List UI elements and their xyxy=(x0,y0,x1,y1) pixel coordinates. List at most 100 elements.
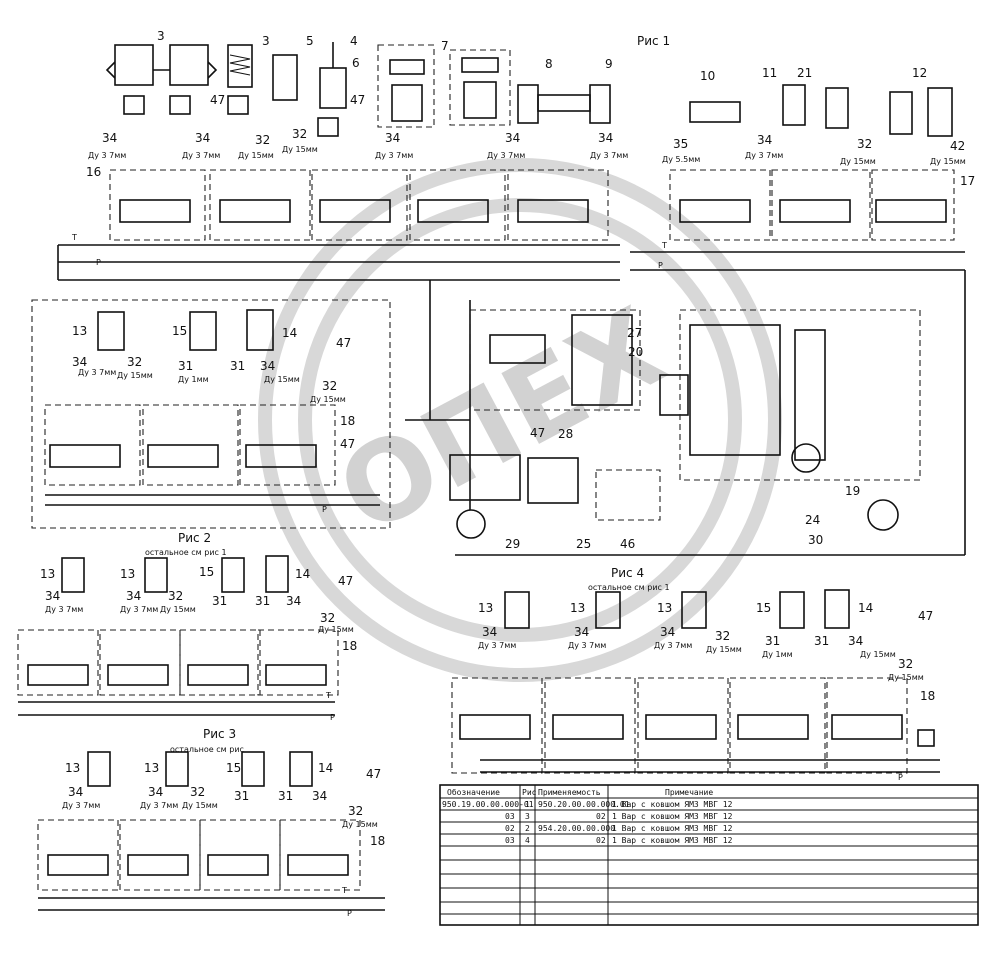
fig1-center-unit: 27 20 19 28 47 29 25 46 24 30 xyxy=(405,280,965,556)
svg-text:остальное см рис: остальное см рис xyxy=(170,745,244,754)
svg-text:остальное см рис 1: остальное см рис 1 xyxy=(145,548,227,557)
svg-text:34: 34 xyxy=(385,131,400,145)
svg-text:Ду 15мм: Ду 15мм xyxy=(318,625,354,634)
table-row: 03 xyxy=(505,812,515,821)
svg-text:Ду 3 7мм: Ду 3 7мм xyxy=(140,801,178,810)
svg-text:34: 34 xyxy=(260,359,275,373)
svg-text:T: T xyxy=(661,241,667,250)
svg-text:954.20.00.00.000: 954.20.00.00.000 xyxy=(538,824,615,833)
svg-text:P: P xyxy=(330,713,335,722)
svg-text:32: 32 xyxy=(190,785,205,799)
svg-text:Ду 3 7мм: Ду 3 7мм xyxy=(654,641,692,650)
svg-text:1 Вар с ковшом ЯМЗ МВГ 12: 1 Вар с ковшом ЯМЗ МВГ 12 xyxy=(612,836,733,845)
svg-text:Ду 3 7мм: Ду 3 7мм xyxy=(568,641,606,650)
cylinder-3: 3 xyxy=(227,34,270,88)
svg-text:13: 13 xyxy=(478,601,493,615)
svg-text:15: 15 xyxy=(226,761,241,775)
figure-2: Рис 2 остальное см рис 1 13 13 15 14 47 … xyxy=(17,531,357,722)
table-row: 02 xyxy=(505,824,515,833)
svg-text:Рис 3: Рис 3 xyxy=(203,727,236,741)
svg-text:T: T xyxy=(341,886,347,895)
svg-text:02: 02 xyxy=(596,812,606,821)
svg-text:1 Вар с ковшом ЯМЗ МВГ 12: 1 Вар с ковшом ЯМЗ МВГ 12 xyxy=(612,800,733,809)
svg-text:34: 34 xyxy=(482,625,497,639)
valve-sections-top-right: 17 xyxy=(669,169,975,241)
svg-text:Ду 3 7мм: Ду 3 7мм xyxy=(45,605,83,614)
svg-text:32: 32 xyxy=(857,137,872,151)
svg-text:T: T xyxy=(325,691,331,700)
svg-text:Ду 3 7мм: Ду 3 7мм xyxy=(120,605,158,614)
svg-text:31: 31 xyxy=(230,359,245,373)
svg-text:3: 3 xyxy=(157,29,165,43)
svg-text:Ду 3 7мм: Ду 3 7мм xyxy=(88,151,126,160)
svg-text:34: 34 xyxy=(195,131,210,145)
svg-text:18: 18 xyxy=(340,414,355,428)
svg-text:18: 18 xyxy=(342,639,357,653)
svg-text:31: 31 xyxy=(212,594,227,608)
svg-text:32: 32 xyxy=(715,629,730,643)
fig1-mid-left-block: 13 15 14 34 Ду 3 7мм 32 Ду 15мм 31 Ду 1м… xyxy=(31,299,391,529)
figure-1: Рис 1 3 3 5 4 6 xyxy=(57,29,975,555)
fig1-title: Рис 1 xyxy=(637,34,670,48)
spool-valves-top-left xyxy=(119,199,589,223)
svg-text:34: 34 xyxy=(574,625,589,639)
svg-text:15: 15 xyxy=(756,601,771,615)
svg-text:34: 34 xyxy=(598,131,613,145)
svg-text:47: 47 xyxy=(336,336,351,350)
svg-text:P: P xyxy=(322,505,327,514)
svg-text:47: 47 xyxy=(210,93,225,107)
svg-text:13: 13 xyxy=(72,324,87,338)
svg-text:34: 34 xyxy=(102,131,117,145)
svg-text:34: 34 xyxy=(505,131,520,145)
svg-text:21: 21 xyxy=(797,66,812,80)
svg-text:Ду 3 7мм: Ду 3 7мм xyxy=(487,151,525,160)
figure-4: Рис 4 остальное см рис 1 13 13 13 15 14 … xyxy=(451,566,940,782)
svg-text:Ду 15мм: Ду 15мм xyxy=(282,145,318,154)
svg-text:18: 18 xyxy=(370,834,385,848)
svg-text:2: 2 xyxy=(525,824,530,833)
svg-text:18: 18 xyxy=(920,689,935,703)
table-header-fig: Рис xyxy=(522,788,537,797)
svg-text:5: 5 xyxy=(306,34,314,48)
svg-text:Ду 3 7мм: Ду 3 7мм xyxy=(590,151,628,160)
svg-text:31: 31 xyxy=(178,359,193,373)
svg-text:Ду 3 7мм: Ду 3 7мм xyxy=(375,151,413,160)
actuator-3-pair: 3 xyxy=(105,29,218,86)
svg-text:Ду 3 7мм: Ду 3 7мм xyxy=(182,151,220,160)
svg-text:32: 32 xyxy=(898,657,913,671)
svg-text:31: 31 xyxy=(765,634,780,648)
svg-text:Ду 3 7мм: Ду 3 7мм xyxy=(78,368,116,377)
svg-text:Ду 1мм: Ду 1мм xyxy=(762,650,793,659)
svg-text:02: 02 xyxy=(596,836,606,845)
pipes-top: T P T P xyxy=(57,233,966,555)
svg-text:Ду 15мм: Ду 15мм xyxy=(160,605,196,614)
svg-text:31: 31 xyxy=(278,789,293,803)
actuator-10: 10 xyxy=(689,69,741,123)
svg-text:8: 8 xyxy=(545,57,553,71)
svg-text:14: 14 xyxy=(858,601,873,615)
valve-block-7: 7 xyxy=(441,39,511,126)
svg-text:13: 13 xyxy=(65,761,80,775)
svg-text:Ду 5.5мм: Ду 5.5мм xyxy=(662,155,700,164)
svg-text:29: 29 xyxy=(505,537,520,551)
svg-text:6: 6 xyxy=(352,56,360,70)
svg-text:24: 24 xyxy=(805,513,820,527)
svg-text:31: 31 xyxy=(814,634,829,648)
svg-text:34: 34 xyxy=(757,133,772,147)
svg-text:3: 3 xyxy=(525,812,530,821)
check-valves-top: 47 47 xyxy=(123,93,365,137)
svg-text:4: 4 xyxy=(525,836,530,845)
svg-text:14: 14 xyxy=(295,567,310,581)
svg-text:Ду 3 7мм: Ду 3 7мм xyxy=(62,801,100,810)
svg-text:32: 32 xyxy=(168,589,183,603)
svg-text:1 Вар с ковшом ЯМЗ МВГ 12: 1 Вар с ковшом ЯМЗ МВГ 12 xyxy=(612,824,733,833)
svg-text:17: 17 xyxy=(960,174,975,188)
spec-table: Обозначение Рис Применяемость Примечание… xyxy=(439,784,979,926)
watermark-text: ОПЕХ xyxy=(318,283,683,558)
svg-text:Ду 15мм: Ду 15мм xyxy=(117,371,153,380)
svg-text:16: 16 xyxy=(86,165,101,179)
unit-12: 12 xyxy=(889,66,953,137)
cylinder-4: 4 6 xyxy=(319,34,360,109)
svg-text:34: 34 xyxy=(148,785,163,799)
svg-text:34: 34 xyxy=(312,789,327,803)
